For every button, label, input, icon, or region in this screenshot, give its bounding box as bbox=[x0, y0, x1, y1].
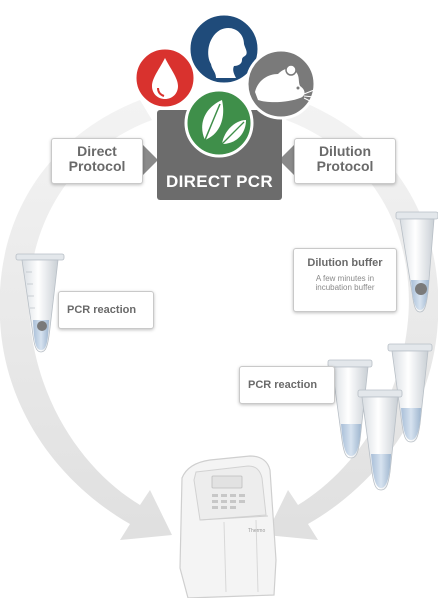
dilution-buffer-heading: Dilution buffer bbox=[307, 257, 383, 269]
direct-protocol-label: Direct Protocol bbox=[51, 138, 143, 184]
human-head-icon bbox=[187, 12, 261, 86]
dilution-buffer-tube bbox=[395, 211, 438, 313]
thermal-cycler-icon: Thermo bbox=[179, 455, 277, 598]
instrument-brand-label: Thermo bbox=[248, 528, 265, 534]
dilution-protocol-line1: Dilution bbox=[318, 143, 372, 159]
right-pcr-tube-1 bbox=[387, 343, 433, 443]
dilution-buffer-note-line2: incubation buffer bbox=[315, 283, 375, 292]
right-pcr-reaction-label: PCR reaction bbox=[239, 366, 335, 404]
dilution-buffer-label: Dilution buffer A few minutes in incubat… bbox=[293, 248, 397, 312]
left-pcr-reaction-label: PCR reaction bbox=[58, 291, 154, 329]
right-pcr-tube-3 bbox=[357, 389, 403, 491]
diagram-title: DIRECT PCR bbox=[166, 172, 273, 191]
plant-leaves-icon bbox=[184, 88, 254, 158]
left-pcr-tube bbox=[15, 253, 65, 353]
left-protocol-arrow bbox=[143, 145, 158, 175]
dilution-protocol-label: Dilution Protocol bbox=[294, 138, 396, 184]
dilution-protocol-line2: Protocol bbox=[316, 158, 374, 174]
left-cycle-arrow bbox=[0, 100, 172, 540]
dilution-buffer-note-line1: A few minutes in bbox=[315, 274, 375, 283]
right-cycle-arrow bbox=[266, 100, 438, 540]
mouse-icon bbox=[245, 48, 317, 120]
direct-protocol-line1: Direct bbox=[77, 143, 117, 159]
direct-protocol-line2: Protocol bbox=[68, 158, 126, 174]
blood-drop-icon bbox=[133, 46, 197, 110]
right-protocol-arrow bbox=[279, 145, 294, 175]
